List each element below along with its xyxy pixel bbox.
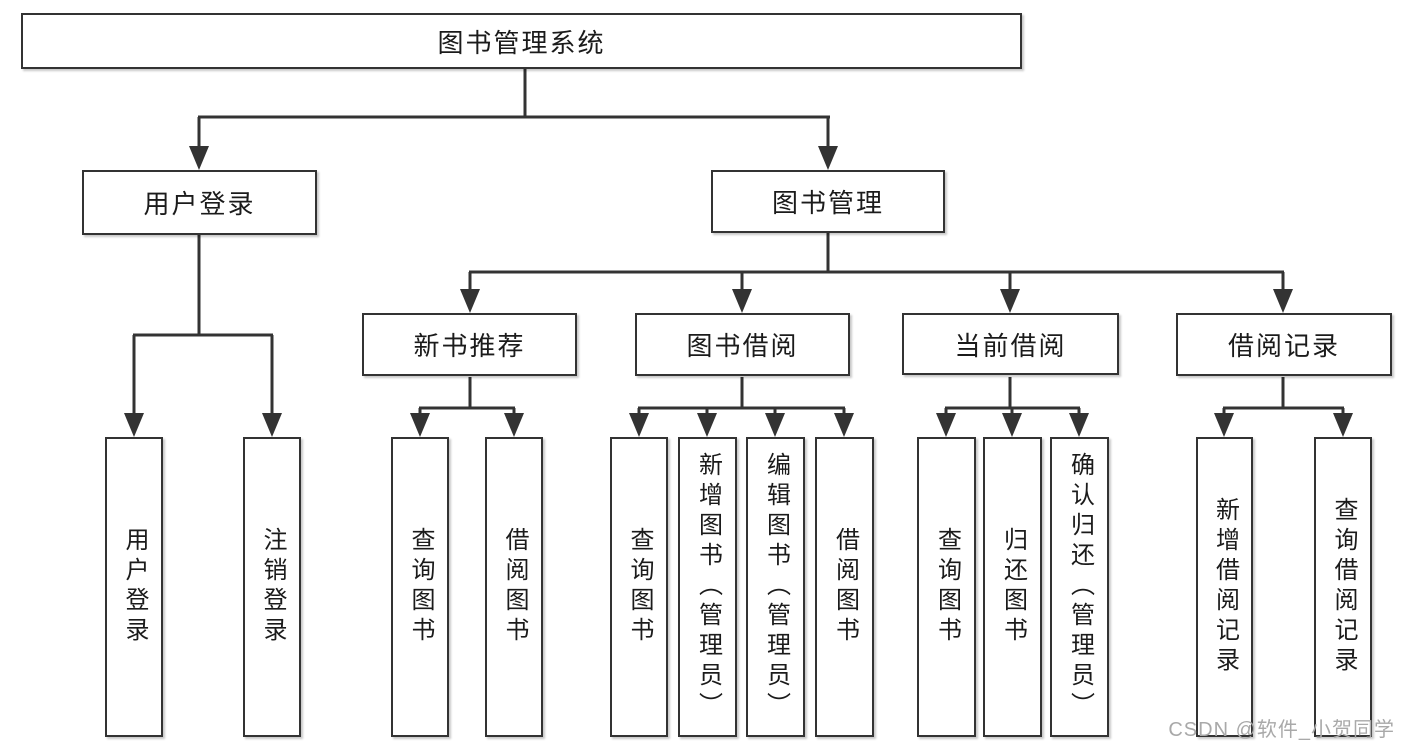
node-new-book-recommend: 新书推荐 xyxy=(362,313,577,376)
leaf-query-books-recommend: 查询图书 xyxy=(391,437,449,737)
node-current-borrowing: 当前借阅 xyxy=(902,313,1119,375)
leaf-edit-books-admin: 编辑图书（管理员） xyxy=(746,437,805,737)
leaf-borrow-books-recommend: 借阅图书 xyxy=(485,437,543,737)
leaf-borrow-books-borrowing: 借阅图书 xyxy=(815,437,874,737)
leaf-add-borrow-record: 新增借阅记录 xyxy=(1196,437,1253,737)
leaf-query-books-borrowing: 查询图书 xyxy=(610,437,668,737)
node-book-borrowing: 图书借阅 xyxy=(635,313,850,376)
leaf-confirm-return-admin: 确认归还（管理员） xyxy=(1050,437,1109,737)
leaf-query-borrow-record: 查询借阅记录 xyxy=(1314,437,1372,737)
node-borrowing-records: 借阅记录 xyxy=(1176,313,1392,376)
node-book-management: 图书管理 xyxy=(711,170,945,233)
leaf-logout: 注销登录 xyxy=(243,437,301,737)
leaf-add-books-admin: 新增图书（管理员） xyxy=(678,437,737,737)
node-user-login: 用户登录 xyxy=(82,170,317,235)
leaf-return-books: 归还图书 xyxy=(983,437,1042,737)
node-root: 图书管理系统 xyxy=(21,13,1022,69)
leaf-user-login: 用户登录 xyxy=(105,437,163,737)
csdn-watermark: CSDN @软件_小贺同学 xyxy=(1168,719,1395,741)
leaf-query-books-current: 查询图书 xyxy=(917,437,976,737)
